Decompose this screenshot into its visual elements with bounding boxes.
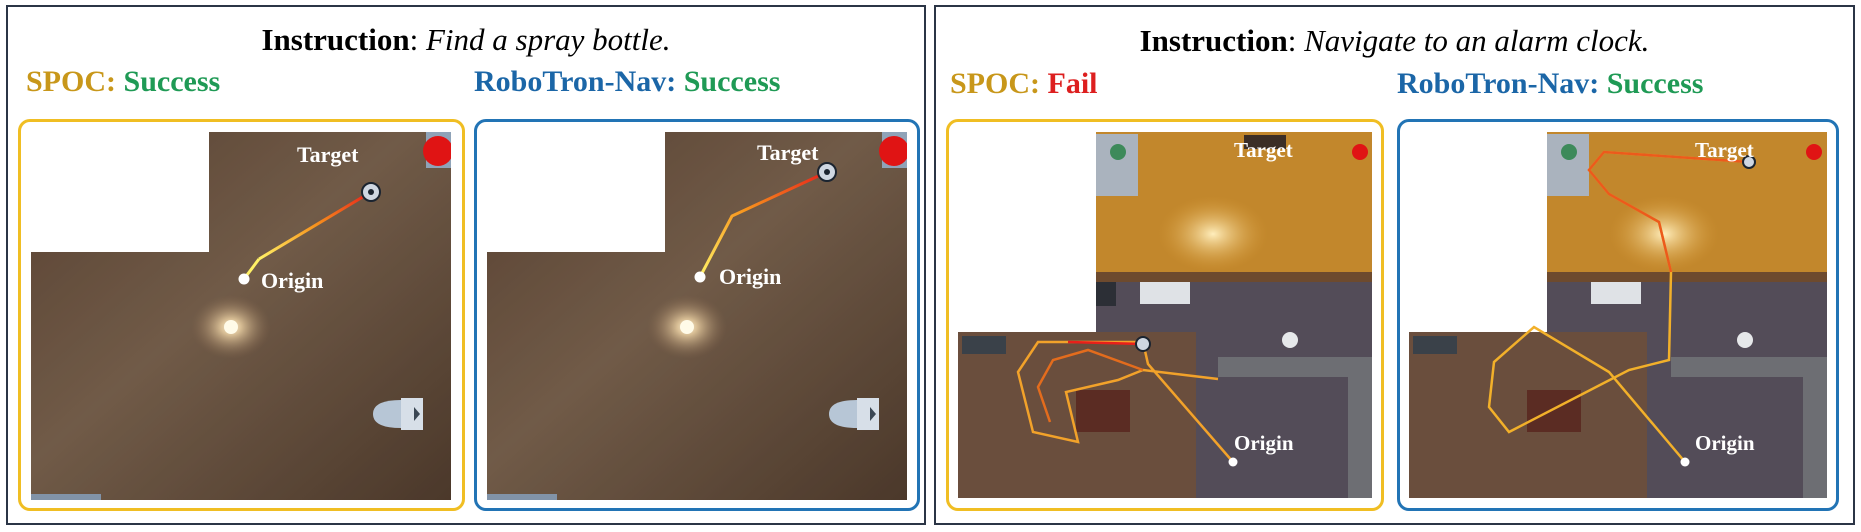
trajectory-path	[698, 170, 828, 278]
method-name: RoboTron-Nav	[474, 65, 667, 98]
trajectory-frame-spoc: Target Origin	[946, 119, 1384, 511]
target-label: Target	[1695, 138, 1754, 162]
sink	[1591, 282, 1641, 304]
trajectory-frame-robotron: Target Origin	[474, 119, 920, 511]
target-marker	[1806, 144, 1822, 160]
method-title-spoc: SPOC: Fail	[950, 67, 1098, 101]
method-name: SPOC	[26, 65, 107, 98]
origin-label: Origin	[719, 264, 781, 289]
sink	[1140, 282, 1190, 304]
instruction-text: Navigate to an alarm clock.	[1304, 23, 1650, 58]
scene-svg: Target Origin	[958, 132, 1372, 498]
counter	[1218, 357, 1372, 377]
target-marker	[1352, 144, 1368, 160]
method-separator: :	[106, 65, 124, 98]
scene-map: Target Origin	[31, 132, 451, 500]
result-label: Success	[1606, 67, 1704, 100]
scene-svg: Target Origin	[487, 132, 907, 500]
origin-label: Origin	[261, 268, 323, 293]
method-title-spoc: SPOC: Success	[26, 65, 220, 99]
bed	[1096, 134, 1138, 196]
method-title-robotron: RoboTron-Nav: Success	[1397, 67, 1703, 101]
result-label: Success	[683, 65, 781, 98]
instruction-label: Instruction	[261, 22, 410, 57]
toilet	[829, 400, 857, 428]
method-title-robotron: RoboTron-Nav: Success	[474, 65, 780, 99]
desk	[1076, 390, 1130, 432]
trajectory-frame-robotron: Target Origin	[1397, 119, 1839, 511]
instruction-separator: :	[1287, 23, 1305, 58]
robot-icon	[1742, 155, 1756, 169]
origin-marker	[1680, 457, 1690, 467]
bed	[1547, 134, 1589, 196]
target-label: Target	[1234, 138, 1293, 162]
panel-spray-bottle: Instruction: Find a spray bottle. SPOC: …	[6, 5, 926, 525]
instruction-line: Instruction: Find a spray bottle.	[8, 22, 924, 58]
instruction-separator: :	[409, 22, 426, 57]
target-marker	[423, 136, 451, 166]
method-name: SPOC	[950, 67, 1031, 100]
instruction-label: Instruction	[1139, 23, 1288, 58]
trajectory-frame-spoc: Target Origin	[18, 119, 465, 511]
scene-map: Target Origin	[958, 132, 1372, 498]
origin-label: Origin	[1695, 431, 1755, 455]
instruction-line: Instruction: Navigate to an alarm clock.	[936, 23, 1853, 59]
trajectory-path	[258, 190, 372, 261]
origin-marker	[238, 273, 250, 285]
dresser	[1244, 135, 1286, 149]
target-label: Target	[757, 140, 819, 165]
scene-svg: Target Origin	[31, 132, 451, 500]
panel-alarm-clock: Instruction: Navigate to an alarm clock.…	[934, 5, 1855, 525]
scene-map: Target Origin	[1409, 132, 1827, 498]
origin-label: Origin	[1234, 431, 1294, 455]
desk	[1527, 390, 1581, 432]
method-name: RoboTron-Nav	[1397, 67, 1590, 100]
target-label: Target	[297, 142, 359, 167]
origin-marker	[1228, 457, 1238, 467]
result-label: Success	[123, 65, 221, 98]
counter	[1671, 357, 1827, 377]
robot-icon	[1135, 336, 1151, 352]
instruction-text: Find a spray bottle.	[425, 22, 671, 57]
method-separator: :	[1030, 67, 1048, 100]
origin-marker	[694, 271, 706, 283]
result-label: Fail	[1047, 67, 1098, 100]
scene-svg: Target Origin	[1409, 132, 1827, 498]
target-marker	[879, 136, 907, 166]
method-separator: :	[1589, 67, 1607, 100]
scene-map: Target Origin	[487, 132, 907, 500]
toilet	[373, 400, 401, 428]
method-separator: :	[666, 65, 684, 98]
